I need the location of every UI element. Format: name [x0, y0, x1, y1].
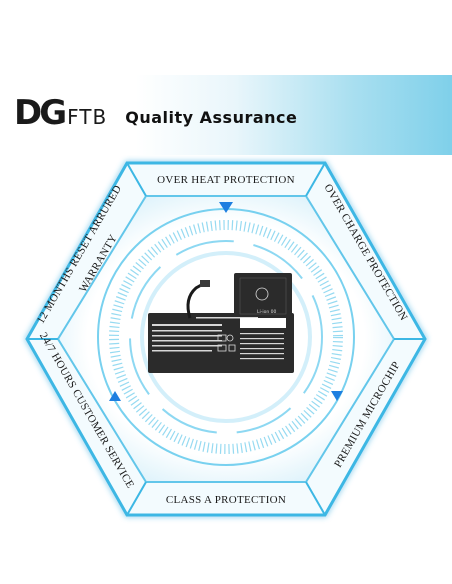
label-over-heat-protection: OVER HEAT PROTECTION — [157, 174, 295, 186]
header-banner: DG FTB Quality Assurance — [0, 75, 452, 155]
ring-ticks — [109, 220, 343, 454]
label-class-a-protection: CLASS A PROTECTION — [166, 494, 286, 506]
logo-mark: DG — [14, 93, 67, 133]
battery-cell-label-box — [240, 318, 286, 328]
arrow-right — [331, 391, 343, 401]
tagline: Quality Assurance — [125, 107, 298, 127]
arrow-top — [219, 202, 233, 213]
ring-core — [140, 251, 312, 423]
hexagon-dividers — [27, 162, 425, 516]
battery-cell-label: Li-ion 00 — [257, 309, 277, 315]
protection-infographic: Li-ion 00 OVER HEAT PROTECTION CLASS A P… — [25, 161, 427, 517]
logo-text: FTB — [67, 105, 108, 129]
battery-pack: Li-ion 00 — [148, 273, 294, 373]
arrow-left — [109, 391, 121, 401]
brand-logo: DG FTB Quality Assurance — [14, 93, 297, 133]
ring-inner — [129, 240, 323, 434]
